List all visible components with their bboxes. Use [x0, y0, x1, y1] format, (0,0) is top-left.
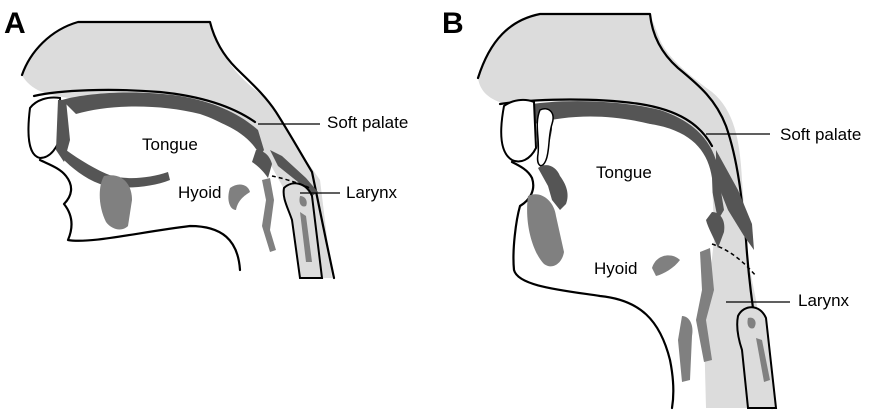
panel-b-trachea-cartilage — [678, 316, 693, 382]
panel-a-tongue-label: Tongue — [142, 135, 198, 154]
panel-a-larynx-label: Larynx — [346, 183, 398, 202]
panel-a-hyoid-bone — [228, 185, 250, 210]
panel-b-hyoid-bone — [652, 255, 680, 276]
panel-b-letter: B — [442, 7, 464, 40]
panel-a-mandible — [100, 175, 132, 229]
panel-b-upper-jaw — [501, 100, 536, 162]
panel-a-hyoid-label: Hyoid — [178, 183, 221, 202]
panel-a-letter: A — [4, 7, 26, 40]
panel-b-tongue-label: Tongue — [596, 163, 652, 182]
panel-a-soft-palate-label: Soft palate — [327, 113, 408, 132]
panel-b: B Tongue Hyoid Soft palate — [442, 7, 861, 408]
panel-b-larynx-label: Larynx — [798, 291, 850, 310]
panel-a-lower-face-outline — [40, 160, 240, 270]
panel-b-hyoid-label: Hyoid — [594, 259, 637, 278]
panel-b-soft-palate-label: Soft palate — [780, 125, 861, 144]
panel-a-airway-cartilage — [262, 178, 276, 252]
panel-b-front-teeth — [537, 109, 553, 166]
panel-a: A Tongue Hyoid Soft palate — [4, 7, 408, 278]
